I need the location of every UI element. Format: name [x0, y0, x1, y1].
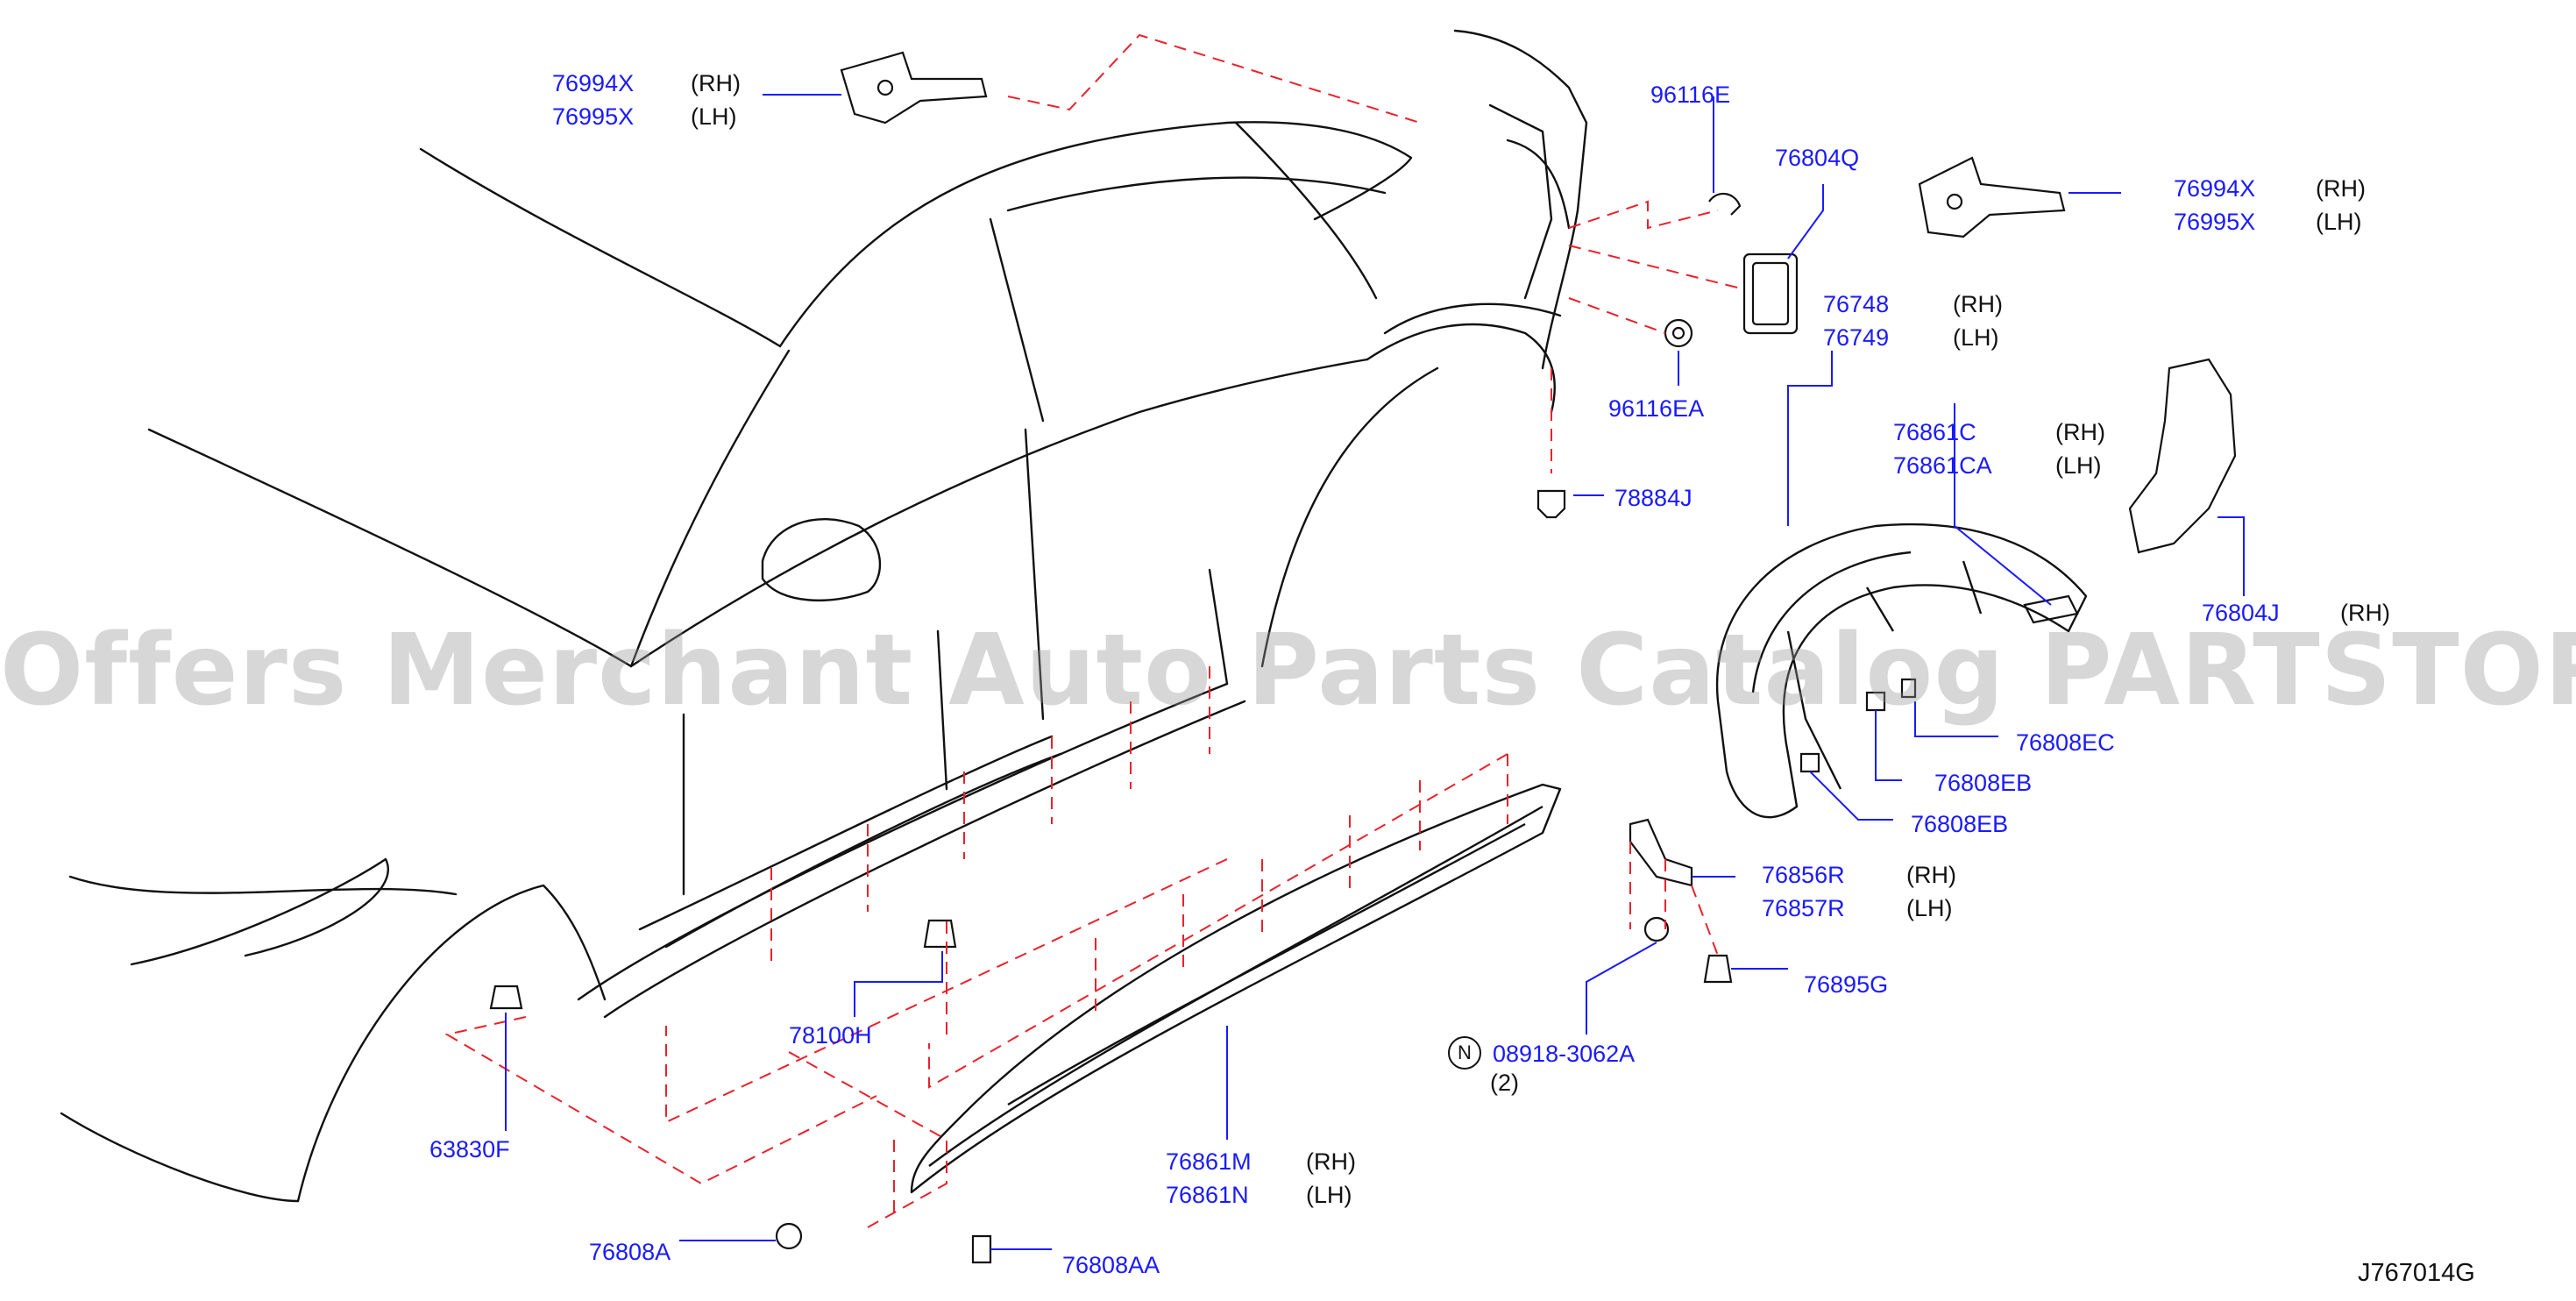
callout-76808eb-2[interactable]: 76808EB [1911, 811, 2009, 837]
wheel-house-liner-drawing [1715, 523, 2088, 819]
callout-76749[interactable]: 76749 [1823, 324, 1890, 351]
callout-side-rh: (RH) [2340, 600, 2390, 626]
callout-side-lh: (LH) [1906, 895, 1953, 921]
callout-76857r[interactable]: 76857R [1762, 895, 1845, 921]
callout-leader-lines [505, 94, 2245, 1250]
vent-76804q-drawing [1664, 192, 1799, 348]
callout-76861ca[interactable]: 76861CA [1893, 452, 1992, 479]
callout-76804q[interactable]: 76804Q [1775, 145, 1860, 171]
callout-side-lh: (LH) [1306, 1182, 1352, 1208]
callout-76895g[interactable]: 76895G [1804, 971, 1889, 998]
diagram-reference-code: J767014G [2358, 1259, 2475, 1287]
callout-76748[interactable]: 76748 [1823, 291, 1890, 317]
callout-76808eb-1[interactable]: 76808EB [1934, 770, 2033, 796]
callout-side-rh: (RH) [1906, 862, 1956, 888]
callout-96116ea[interactable]: 96116EA [1608, 395, 1705, 422]
callout-side-rh: (RH) [1306, 1148, 1356, 1175]
callout-76808ec[interactable]: 76808EC [2016, 729, 2115, 756]
bracket-76994x-tr-drawing [1918, 156, 2066, 238]
hidden-connection-lines [444, 33, 1745, 1228]
callout-78100h[interactable]: 78100H [789, 1022, 872, 1049]
callout-76861n[interactable]: 76861N [1166, 1182, 1249, 1208]
callout-side-lh: (LH) [1953, 324, 1999, 351]
callout-63830f[interactable]: 63830F [429, 1136, 510, 1162]
callout-76994x-tr[interactable]: 76994X [2174, 175, 2256, 202]
callout-side-lh: (LH) [2316, 209, 2362, 235]
fasteners-drawing [489, 489, 2079, 1264]
vehicle-body-outline [60, 29, 1588, 1203]
callout-side-lh: (LH) [691, 103, 737, 130]
callout-76995x-tl[interactable]: 76995X [552, 103, 635, 130]
bracket-76804j-drawing [2128, 358, 2237, 554]
bracket-76994x-tl-drawing [840, 51, 988, 124]
side-sill-cover-drawing [910, 783, 1562, 1194]
quantity-note: (2) [1490, 1070, 1519, 1096]
callout-78884j[interactable]: 78884J [1614, 485, 1692, 511]
mud-guard-drawing [1629, 818, 1693, 887]
callout-side-rh: (RH) [2316, 175, 2366, 202]
callout-76808aa[interactable]: 76808AA [1062, 1252, 1160, 1278]
callout-side-rh: (RH) [691, 70, 741, 96]
callout-side-rh: (RH) [1953, 291, 2003, 317]
callout-76861c[interactable]: 76861C [1893, 419, 1976, 445]
callout-76808a[interactable]: 76808A [589, 1239, 671, 1265]
callout-side-lh: (LH) [2055, 452, 2102, 479]
callout-76995x-tr[interactable]: 76995X [2174, 209, 2256, 235]
note-symbol-n: N [1448, 1036, 1481, 1070]
callout-08918-3062a[interactable]: 08918-3062A [1493, 1041, 1636, 1067]
callout-96116e[interactable]: 96116E [1650, 82, 1731, 108]
callout-76994x-tl[interactable]: 76994X [552, 70, 635, 96]
callout-76804j[interactable]: 76804J [2202, 600, 2280, 626]
callout-76861m[interactable]: 76861M [1166, 1148, 1252, 1175]
callout-76856r[interactable]: 76856R [1762, 862, 1845, 888]
callout-side-rh: (RH) [2055, 419, 2105, 445]
